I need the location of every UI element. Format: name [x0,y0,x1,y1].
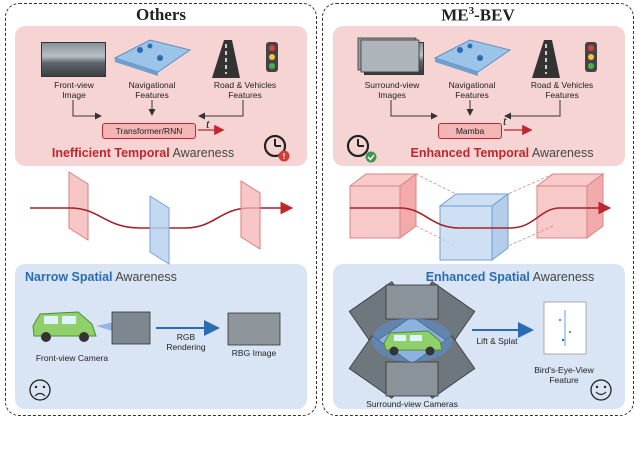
road-icon-left [212,40,278,78]
nav-features-label-right: Navigational Features [448,80,496,100]
road-features-label-right: Road & Vehicles Features [530,80,594,100]
time-label-left: t [206,116,210,131]
front-view-camera-label: Front-view Camera [35,353,109,363]
sad-face-icon [29,379,51,401]
clock-check-icon [346,134,377,163]
mamba-box: Mamba [438,123,502,139]
frustum-image [111,311,151,345]
cube-1 [348,173,418,239]
rgb-rendering-label: RGB Rendering [166,332,206,352]
rbg-image-label: RBG Image [231,348,277,358]
road-icon-right [532,40,597,78]
transformer-rnn-box: Transformer/RNN [102,123,196,139]
happy-face-icon [590,379,612,401]
surround-cameras-graphic [348,281,476,399]
time-label-right: t [503,113,507,128]
me3bev-title: ME3-BEV [441,5,515,25]
svg-text:!: ! [283,152,286,161]
nav-features-label-left: Navigational Features [128,80,176,100]
me3bev-panel [322,3,634,416]
left-spatial-awareness: Narrow Spatial Awareness [25,270,177,284]
bev-feature-graphic [543,301,587,355]
surround-images-label: Surround-view Images [364,80,420,100]
nav-map-icon-left [113,39,192,76]
stacked-image-mid [360,39,420,73]
time-plane-2 [149,195,170,265]
time-plane-3 [240,180,261,250]
lift-splat-label: Lift & Splat [476,336,518,346]
temporal-line-left [30,201,294,229]
clock-alert-icon: ! [263,134,290,162]
time-plane-1 [68,171,89,241]
right-spatial-awareness: Enhanced Spatial Awareness [425,270,595,284]
surround-cameras-label: Surround-view Cameras [366,399,458,409]
car-icon-left [32,311,97,342]
left-temporal-awareness: Inefficient Temporal Awareness [51,146,235,160]
temporal-line-right [350,201,612,229]
rbg-image-thumb [227,312,281,346]
cube-2 [438,193,510,261]
right-temporal-awareness: Enhanced Temporal Awareness [410,146,594,160]
nav-map-icon-right [433,39,512,76]
others-title: Others [135,5,187,24]
bev-feature-label: Bird's-Eye-View Feature [534,365,594,385]
road-features-label-left: Road & Vehicles Features [213,80,277,100]
front-view-image-thumb [41,42,106,77]
others-panel [5,3,317,416]
front-view-image-label: Front-view Image [54,80,94,100]
